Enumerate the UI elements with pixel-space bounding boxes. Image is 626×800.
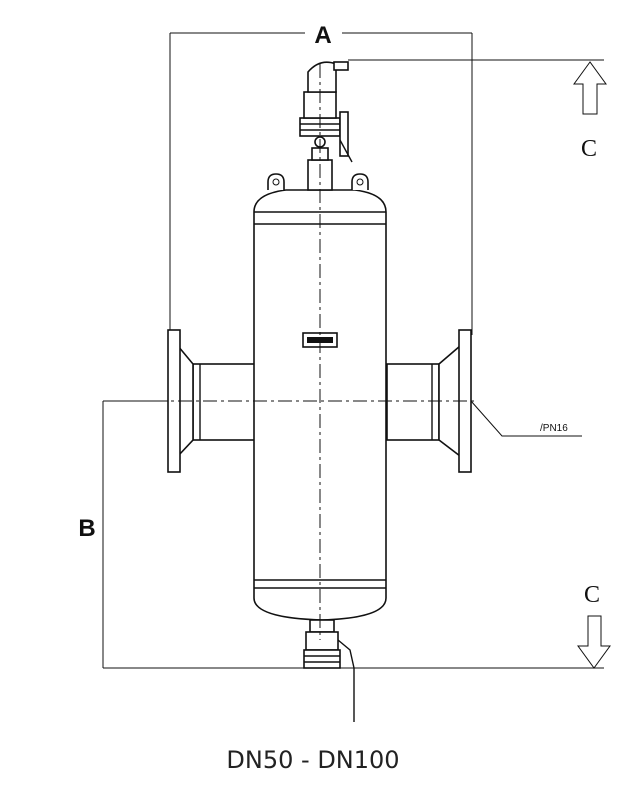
- dimension-a: A: [169, 22, 473, 335]
- dimension-a-label: A: [314, 22, 331, 49]
- pressure-rating-callout: /PN16: [470, 400, 582, 437]
- drain-valve: [303, 619, 355, 722]
- arrow-down-icon: [577, 615, 611, 669]
- dimension-b: B: [78, 400, 170, 668]
- dimension-c-top: C: [348, 59, 607, 162]
- right-outlet-flange: [386, 329, 472, 473]
- dimension-b-label: B: [78, 515, 95, 542]
- separator-vessel: [253, 189, 387, 621]
- arrow-up-icon: [573, 61, 607, 115]
- automatic-air-vent: [299, 61, 353, 191]
- pressure-rating-label: /PN16: [540, 423, 568, 434]
- dimension-c-bottom-label: C: [584, 582, 600, 608]
- model-range-caption: DN50 - DN100: [226, 746, 399, 774]
- lifting-lugs: [267, 173, 369, 190]
- dimension-c-top-label: C: [581, 136, 597, 162]
- left-inlet-flange: [167, 329, 256, 473]
